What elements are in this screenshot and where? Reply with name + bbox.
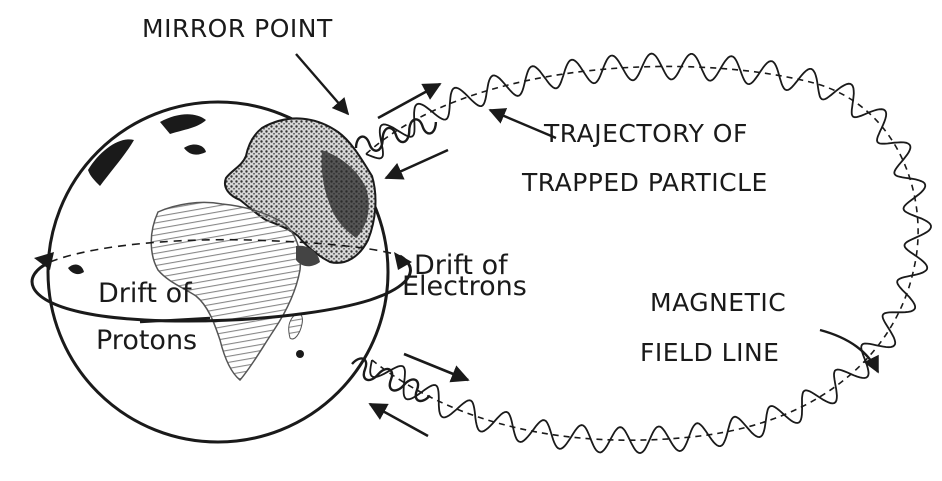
north-spiral [353, 113, 438, 156]
drift-protons-label-line1: Drift of [98, 280, 192, 307]
magnetic-field-label-line2: FIELD LINE [640, 340, 779, 365]
field-line-pointer [820, 330, 878, 372]
trajectory-label-line2: TRAPPED PARTICLE [522, 170, 768, 195]
drift-protons-label-line2: Protons [96, 327, 197, 354]
north-inbound-arrow [386, 150, 448, 178]
drift-electrons-label-line2: Electrons [402, 273, 527, 300]
small-island [296, 350, 304, 358]
magnetic-field-label-line1: MAGNETIC [650, 290, 786, 315]
mirror-point-pointer [296, 54, 348, 114]
north-outbound-arrow [378, 84, 440, 118]
south-inbound-arrow [370, 404, 428, 436]
mirror-point-label: MIRROR POINT [142, 16, 333, 41]
south-outbound-arrow [404, 354, 468, 380]
trajectory-label-line1: TRAJECTORY OF [544, 121, 748, 146]
